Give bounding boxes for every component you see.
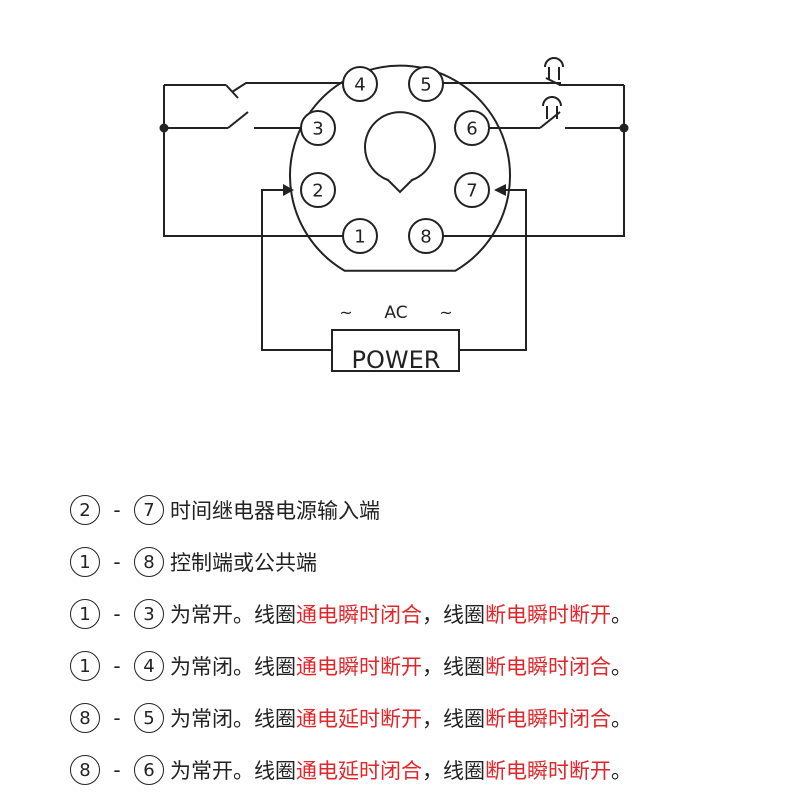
- legend-description: 为常闭。线圈通电瞬时断开，线圈断电瞬时闭合。: [170, 651, 632, 681]
- highlight-text: 断电瞬时断开: [485, 603, 611, 627]
- junction-left: [159, 123, 169, 133]
- dash-separator: -: [113, 550, 121, 574]
- pin-badge: 8: [70, 755, 100, 785]
- description-text: 。: [611, 759, 632, 783]
- pin-badge: 1: [70, 651, 100, 681]
- pin-5: [408, 66, 444, 102]
- pin-badge: 4: [134, 651, 164, 681]
- pin-4: [342, 66, 378, 102]
- pin-7: [454, 172, 490, 208]
- legend-description: 为常开。线圈通电延时闭合，线圈断电瞬时断开。: [170, 755, 632, 785]
- contact-nc-pin4: [225, 82, 348, 99]
- description-text: 为常开。线圈: [170, 759, 296, 783]
- pin-badge: 1: [70, 547, 100, 577]
- pin-4-label: 4: [354, 75, 365, 96]
- pin-8: [408, 218, 444, 254]
- pin-6: [454, 110, 490, 146]
- contact-no-pin6: [539, 111, 624, 129]
- arrow-pin7: [494, 184, 506, 196]
- ac-tilde-right: ~: [439, 303, 452, 322]
- pin-badge: 8: [70, 703, 100, 733]
- dash-separator: -: [113, 654, 121, 678]
- pin-7-label: 7: [466, 181, 477, 202]
- description-text: ，线圈: [422, 655, 485, 679]
- description-text: ，线圈: [422, 707, 485, 731]
- wire-power-left: [261, 189, 332, 351]
- dash-separator: -: [113, 758, 121, 782]
- highlight-text: 断电瞬时断开: [485, 759, 611, 783]
- dash-separator: -: [113, 706, 121, 730]
- description-text: 。: [611, 603, 632, 627]
- pin-2-label: 2: [312, 181, 323, 202]
- timer-mark-bottom: [542, 96, 562, 119]
- description-text: 为常开。线圈: [170, 603, 296, 627]
- power-box: [331, 329, 460, 372]
- junction-right: [619, 123, 629, 133]
- description-text: ，线圈: [422, 603, 485, 627]
- description-text: 为常闭。线圈: [170, 655, 296, 679]
- description-text: 时间继电器电源输入端: [170, 499, 380, 523]
- description-text: 。: [611, 655, 632, 679]
- pin-badge: 1: [70, 599, 100, 629]
- pin-5-label: 5: [420, 75, 431, 96]
- relay-key-hole: [364, 111, 436, 194]
- wire-right-outer: [441, 85, 625, 237]
- description-text: 控制端或公共端: [170, 551, 317, 575]
- legend-description: 控制端或公共端: [170, 547, 317, 577]
- ac-tilde-left: ~: [339, 303, 352, 322]
- wire-right-top: [442, 82, 624, 86]
- highlight-text: 通电延时断开: [296, 707, 422, 731]
- wire-power-right: [459, 189, 527, 351]
- legend-description: 为常开。线圈通电瞬时闭合，线圈断电瞬时断开。: [170, 599, 632, 629]
- wire-left-outer: [163, 85, 346, 237]
- highlight-text: 通电瞬时闭合: [296, 603, 422, 627]
- pin-3-label: 3: [312, 119, 323, 140]
- dash-separator: -: [113, 498, 121, 522]
- pin-3: [300, 110, 336, 146]
- relay-base-outline: [289, 64, 511, 272]
- ac-label: AC: [384, 303, 407, 323]
- description-text: 。: [611, 707, 632, 731]
- highlight-text: 通电瞬时断开: [296, 655, 422, 679]
- pin-badge: 2: [70, 495, 100, 525]
- description-text: ，线圈: [422, 759, 485, 783]
- description-text: 为常闭。线圈: [170, 707, 296, 731]
- pin-badge: 3: [134, 599, 164, 629]
- power-label: POWER: [352, 346, 441, 374]
- dash-separator: -: [113, 602, 121, 626]
- pin-1-label: 1: [354, 227, 365, 248]
- legend-description: 为常闭。线圈通电延时断开，线圈断电瞬时闭合。: [170, 703, 632, 733]
- arrow-pin2: [283, 184, 294, 196]
- pin-8-label: 8: [420, 227, 431, 248]
- pin-2: [300, 172, 336, 208]
- highlight-text: 断电瞬时闭合: [485, 655, 611, 679]
- pin-badge: 7: [134, 495, 164, 525]
- pin-6-label: 6: [466, 119, 477, 140]
- pin-1: [342, 218, 378, 254]
- legend-description: 时间继电器电源输入端: [170, 495, 380, 525]
- highlight-text: 通电延时闭合: [296, 759, 422, 783]
- timer-mark-top: [544, 57, 564, 80]
- contact-no-pin3: [227, 111, 303, 129]
- relay-wiring-diagram: 1 2 3 4 5 6 7 8 POWER AC ~ ~: [159, 57, 629, 374]
- pin-badge: 8: [134, 547, 164, 577]
- pin-badge: 6: [134, 755, 164, 785]
- highlight-text: 断电瞬时闭合: [485, 707, 611, 731]
- pin-badge: 5: [134, 703, 164, 733]
